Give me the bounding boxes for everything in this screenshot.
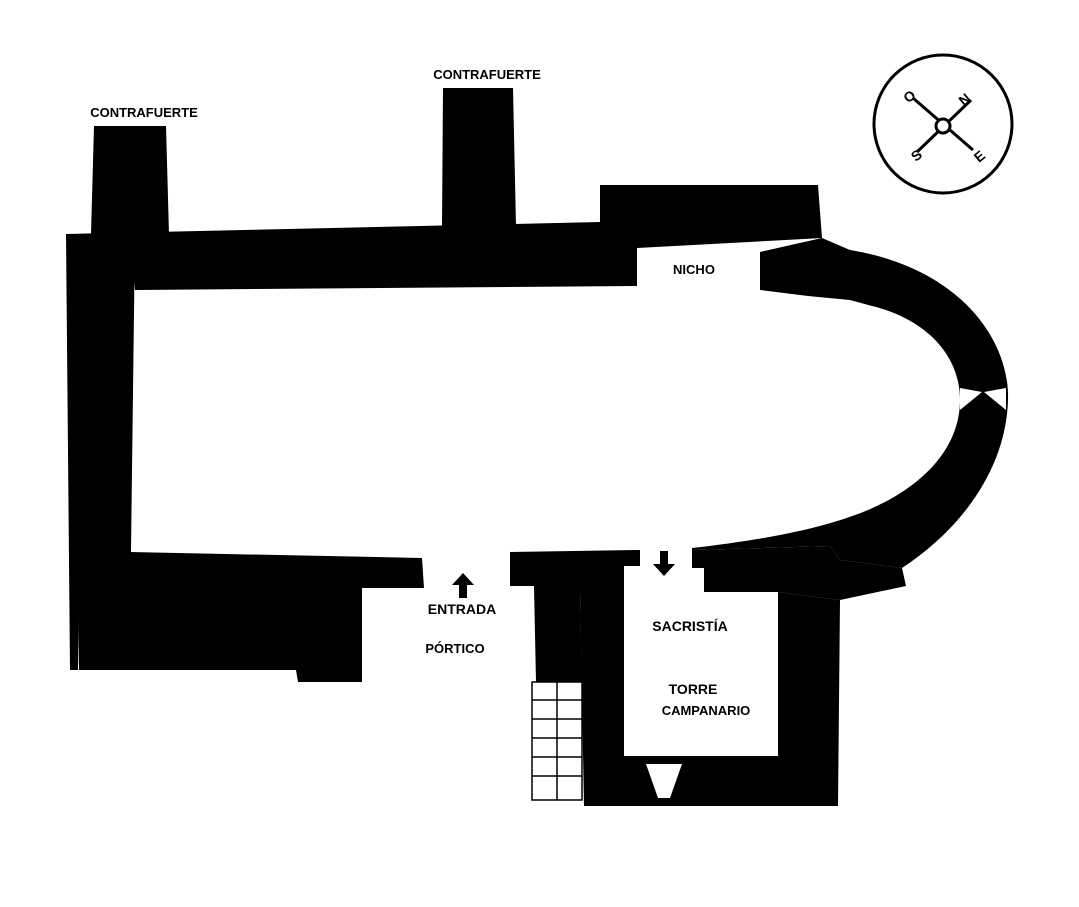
label-porch: PÓRTICO <box>425 641 484 656</box>
compass-rose-icon: N O S E <box>872 53 1014 195</box>
label-tower: TORRE <box>669 681 718 697</box>
label-sacristy: SACRISTÍA <box>652 618 727 634</box>
label-bell-tower: CAMPANARIO <box>662 703 751 718</box>
walls <box>66 88 1009 806</box>
south-wall-center <box>510 550 640 682</box>
label-buttress-west: CONTRAFUERTE <box>90 105 198 120</box>
north-wall <box>66 185 822 290</box>
tower-walls <box>580 592 840 806</box>
apse-window <box>960 388 1006 410</box>
west-wall <box>66 234 135 670</box>
buttress-center <box>442 88 516 226</box>
arrow-down-icon <box>653 551 675 576</box>
tower-window <box>646 764 682 798</box>
south-east-wall <box>692 546 906 600</box>
staircase <box>531 681 583 801</box>
label-niche: NICHO <box>673 262 715 277</box>
arrow-up-icon <box>452 573 474 598</box>
buttress-west <box>91 126 169 234</box>
label-buttress-center: CONTRAFUERTE <box>433 67 541 82</box>
label-entrance: ENTRADA <box>428 601 496 617</box>
south-west-wall <box>78 550 424 682</box>
apse <box>692 238 1009 568</box>
